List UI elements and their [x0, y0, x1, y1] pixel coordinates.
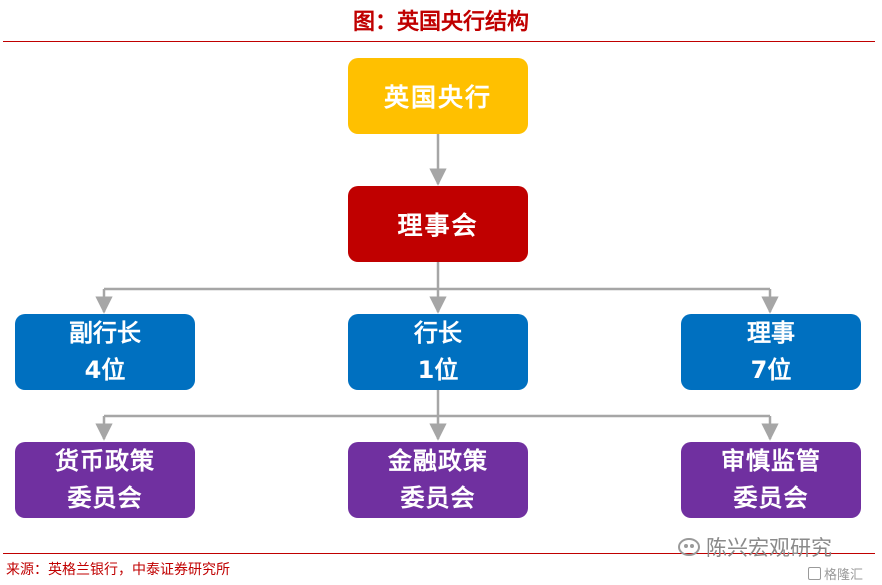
node-directors-title: 理事: [747, 319, 795, 347]
node-boe: 英国央行: [348, 58, 528, 134]
source-note: 来源：英格兰银行，中泰证券研究所: [6, 562, 230, 578]
node-prc-line1: 审慎监管: [721, 447, 821, 475]
node-mpc-line1: 货币政策: [55, 447, 155, 475]
gelonghui-logo-icon: [808, 566, 821, 580]
node-financial-policy-committee: 金融政策 委员会: [348, 442, 528, 518]
node-governor-title: 行长: [414, 319, 462, 347]
node-deputy-count: 4位: [84, 356, 126, 384]
node-governor-count: 1位: [417, 356, 459, 384]
page-title: 图：英国央行结构: [352, 9, 529, 35]
node-prudential-regulation-committee: 审慎监管 委员会: [681, 442, 861, 518]
title-divider: [3, 41, 875, 42]
node-directors: 理事 7位: [681, 314, 861, 390]
watermark-primary: 陈兴宏观研究: [678, 533, 832, 561]
node-directors-count: 7位: [750, 356, 792, 384]
watermark-secondary-text: 格隆汇: [824, 567, 864, 583]
node-prc-line2: 委员会: [733, 484, 809, 512]
wechat-icon: [678, 538, 700, 556]
source-divider: [3, 553, 875, 554]
watermark-secondary: 格隆汇: [808, 563, 863, 583]
node-fpc-line2: 委员会: [400, 484, 476, 512]
node-deputy-governors: 副行长 4位: [15, 314, 195, 390]
node-court: 理事会: [348, 186, 528, 262]
node-governor: 行长 1位: [348, 314, 528, 390]
node-mpc-line2: 委员会: [67, 484, 143, 512]
node-court-label: 理事会: [397, 211, 479, 240]
node-deputy-title: 副行长: [69, 319, 141, 347]
node-fpc-line1: 金融政策: [388, 447, 488, 475]
node-monetary-policy-committee: 货币政策 委员会: [15, 442, 195, 518]
node-boe-label: 英国央行: [383, 83, 492, 112]
watermark-primary-text: 陈兴宏观研究: [706, 536, 832, 560]
